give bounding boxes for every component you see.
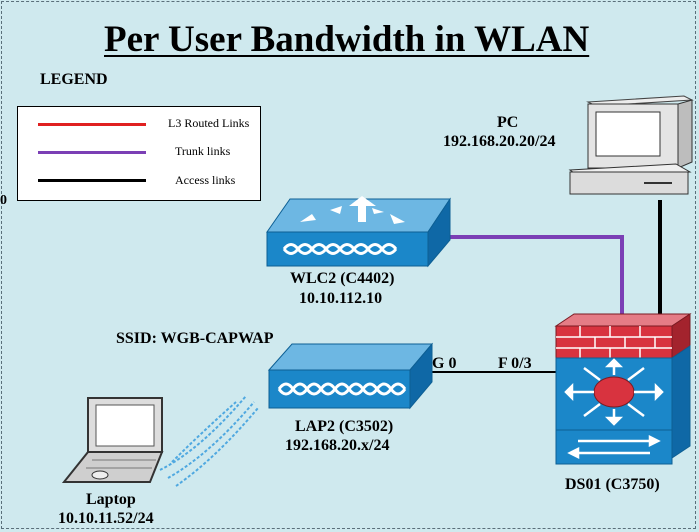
lap-ip: 192.168.20.x/24 <box>285 437 390 454</box>
laptop-icon <box>61 397 164 483</box>
lap-name: LAP2 (C3502) <box>295 418 394 435</box>
pc-ip: 192.168.20.20/24 <box>443 133 556 150</box>
port-switch-side: F 0/3 <box>498 355 532 372</box>
lap-icon <box>267 342 434 410</box>
laptop-name: Laptop <box>86 491 136 508</box>
wireless-signal-icon <box>159 395 259 487</box>
pc-icon <box>568 95 694 195</box>
legend-line-trunk <box>38 151 146 154</box>
trunk-link-wlc-switch <box>438 235 624 318</box>
legend-label-access: Access links <box>175 173 236 187</box>
legend-line-l3 <box>38 123 146 126</box>
wlc-ip: 10.10.112.10 <box>299 290 383 307</box>
port-lap-side: G 0 <box>432 355 457 372</box>
page-title: Per User Bandwidth in WLAN <box>104 19 590 60</box>
ssid-label: SSID: WGB-CAPWAP <box>116 330 274 347</box>
switch-name: DS01 (C3750) <box>565 476 660 493</box>
legend-label-trunk: Trunk links <box>175 144 231 158</box>
legend-line-access <box>38 179 146 182</box>
legend-label-l3: L3 Routed Links <box>168 116 250 130</box>
switch-icon <box>554 313 692 465</box>
wlc-icon <box>266 196 451 268</box>
pc-name: PC <box>497 114 519 131</box>
legend-heading: LEGEND <box>40 71 108 88</box>
wlc-name: WLC2 (C4402) <box>290 270 395 287</box>
stray-char: 0 <box>0 193 7 208</box>
laptop-ip: 10.10.11.52/24 <box>58 510 154 527</box>
legend-box: L3 Routed Links Trunk links Access links <box>17 106 261 201</box>
